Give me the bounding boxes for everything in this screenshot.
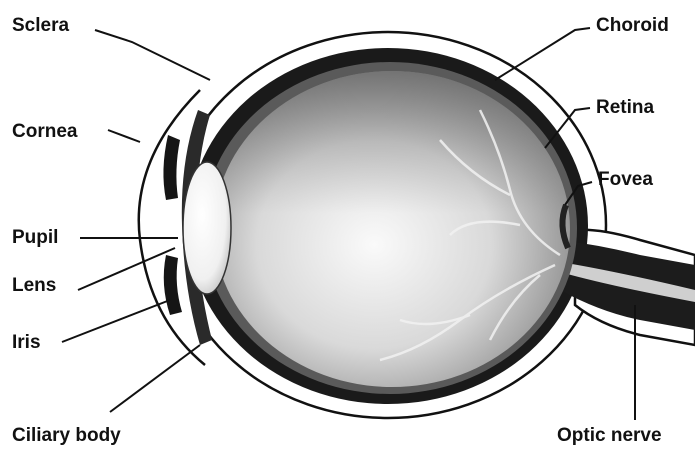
label-ciliary-body: Ciliary body: [12, 426, 121, 445]
label-fovea: Fovea: [598, 170, 653, 189]
leader-ciliary-body: [110, 345, 200, 412]
vitreous-body: [214, 71, 570, 387]
lens: [183, 162, 231, 294]
label-optic-nerve: Optic nerve: [557, 426, 662, 445]
leader-sclera: [95, 30, 210, 80]
leader-iris: [62, 300, 170, 342]
leader-cornea: [108, 130, 140, 142]
leader-choroid: [495, 28, 590, 80]
label-choroid: Choroid: [596, 16, 669, 35]
label-cornea: Cornea: [12, 122, 77, 141]
label-iris: Iris: [12, 333, 41, 352]
label-lens: Lens: [12, 276, 56, 295]
label-pupil: Pupil: [12, 228, 58, 247]
label-sclera: Sclera: [12, 16, 69, 35]
label-retina: Retina: [596, 98, 654, 117]
